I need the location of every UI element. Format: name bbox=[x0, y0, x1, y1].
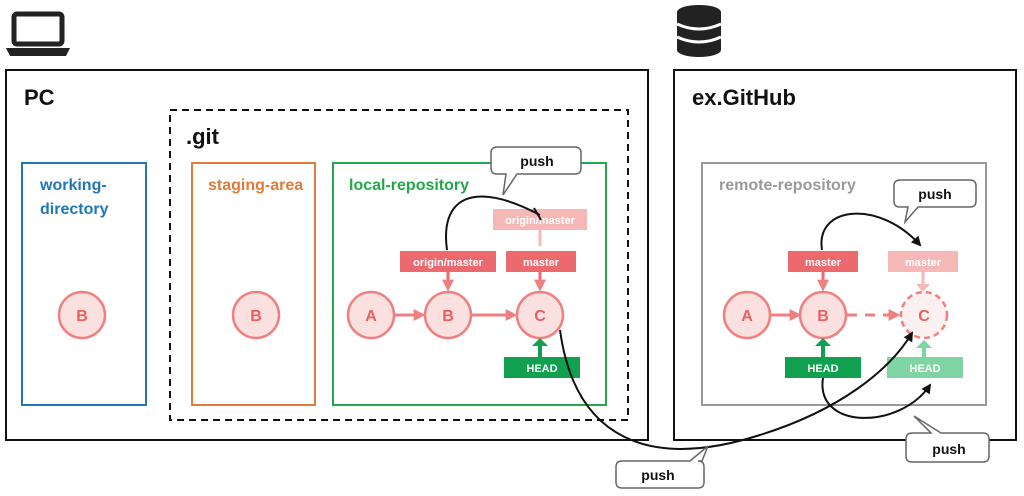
working-directory-commit: B bbox=[57, 290, 107, 340]
github-box bbox=[673, 69, 1017, 441]
svg-text:HEAD: HEAD bbox=[909, 363, 940, 375]
svg-text:B: B bbox=[817, 308, 829, 325]
working-directory-box bbox=[21, 162, 147, 406]
remote-repository-label: remote-repository bbox=[719, 177, 856, 194]
pc-box bbox=[5, 69, 649, 441]
svg-text:B: B bbox=[76, 308, 88, 325]
remote-master-label-old: master bbox=[788, 251, 858, 292]
local-master-label: master bbox=[506, 251, 576, 292]
pc-title: PC bbox=[24, 85, 55, 110]
remote-push-callout-top: push bbox=[893, 179, 977, 225]
local-push-callout: push bbox=[490, 146, 582, 196]
svg-text:A: A bbox=[741, 308, 753, 325]
local-push-arrow bbox=[445, 195, 541, 251]
remote-head-push-arrow bbox=[821, 377, 932, 419]
staging-area-commit: B bbox=[231, 290, 281, 340]
remote-head-label-new: HEAD bbox=[887, 340, 963, 378]
svg-text:B: B bbox=[442, 308, 454, 325]
svg-text:push: push bbox=[641, 467, 674, 483]
local-commit-a: A bbox=[346, 290, 396, 340]
working-directory-label-line2: directory bbox=[40, 201, 109, 218]
local-head-label: HEAD bbox=[504, 338, 580, 378]
svg-text:push: push bbox=[932, 441, 965, 457]
local-repository-box bbox=[332, 162, 607, 406]
svg-text:master: master bbox=[905, 257, 942, 269]
remote-push-callout-bottom: push bbox=[905, 415, 990, 463]
working-directory-label-line1: working- bbox=[39, 177, 107, 194]
svg-text:push: push bbox=[918, 186, 951, 202]
pc-to-github-push-arrow bbox=[559, 329, 914, 450]
svg-text:origin/master: origin/master bbox=[413, 257, 483, 269]
local-origin-master-label-old: origin/master bbox=[400, 251, 496, 292]
staging-area-box bbox=[191, 162, 316, 406]
bottom-push-callout: push bbox=[615, 445, 709, 489]
svg-text:HEAD: HEAD bbox=[526, 363, 557, 375]
github-title: ex.GitHub bbox=[692, 85, 796, 110]
staging-area-label: staging-area bbox=[208, 177, 303, 194]
svg-text:C: C bbox=[918, 308, 930, 325]
svg-text:master: master bbox=[523, 257, 560, 269]
git-folder-label: .git bbox=[186, 124, 220, 149]
laptop-icon bbox=[6, 11, 70, 56]
remote-master-push-arrow bbox=[820, 212, 922, 251]
remote-commit-a: A bbox=[722, 290, 772, 340]
svg-text:A: A bbox=[365, 308, 377, 325]
remote-repository-box bbox=[701, 162, 987, 406]
database-icon bbox=[676, 5, 722, 57]
remote-head-label-old: HEAD bbox=[785, 338, 861, 378]
remote-commit-b: B bbox=[798, 290, 848, 340]
svg-text:origin/master: origin/master bbox=[505, 215, 575, 227]
remote-commit-c: C bbox=[899, 290, 949, 340]
svg-text:HEAD: HEAD bbox=[807, 363, 838, 375]
local-repository-label: local-repository bbox=[349, 177, 469, 194]
svg-text:push: push bbox=[520, 153, 553, 169]
local-commit-b: B bbox=[423, 290, 473, 340]
svg-text:master: master bbox=[805, 257, 842, 269]
svg-text:C: C bbox=[534, 308, 546, 325]
svg-text:B: B bbox=[250, 308, 262, 325]
git-folder-box bbox=[169, 109, 629, 421]
local-commit-c: C bbox=[515, 290, 565, 340]
remote-master-label-new: master bbox=[888, 251, 958, 292]
